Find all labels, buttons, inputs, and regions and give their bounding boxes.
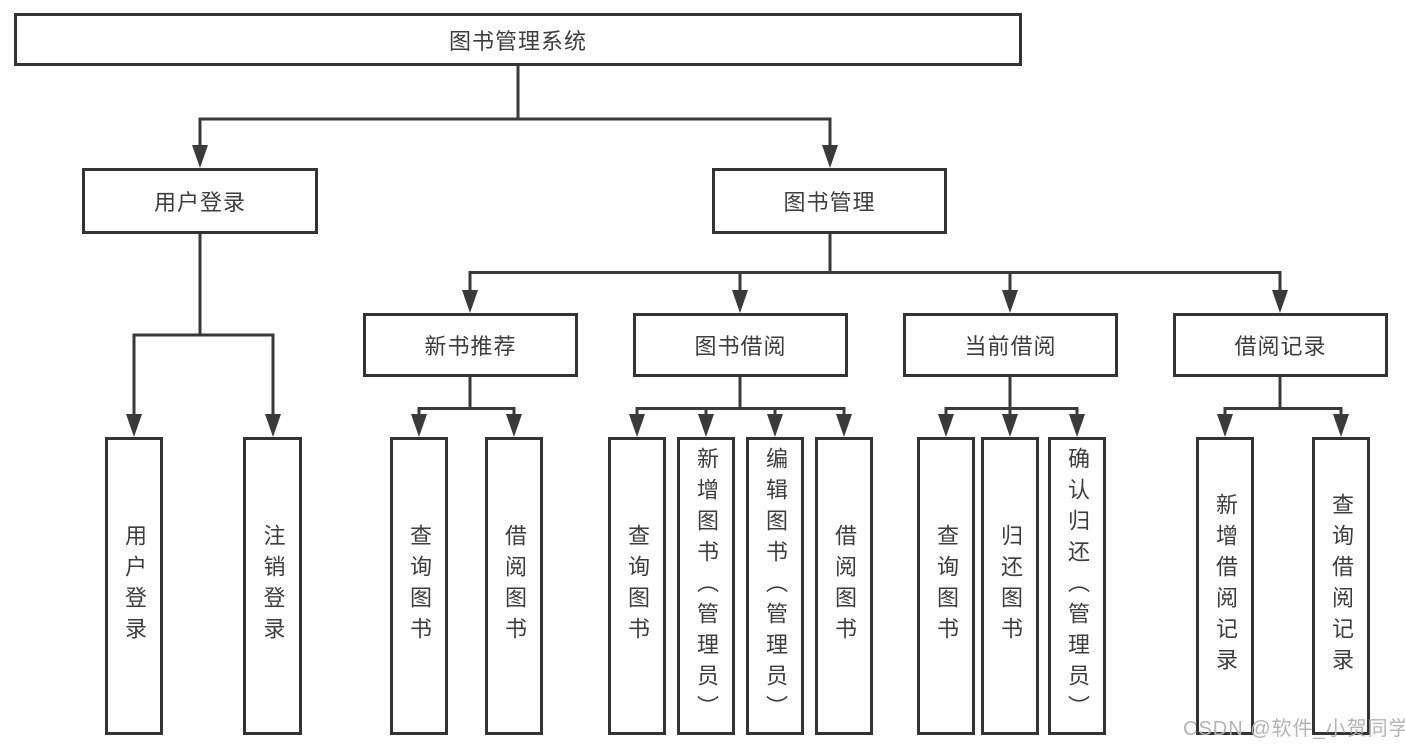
node-borrowing-records: 借阅记录: [1173, 313, 1388, 377]
node-label: 图书借阅: [694, 334, 787, 359]
leaf-query-books-2: 查询图书: [608, 437, 666, 735]
leaf-logout: 注销登录: [243, 437, 302, 735]
leaf-borrow-books-2: 借阅图书: [815, 437, 873, 735]
node-new-book-recommend: 新书推荐: [363, 313, 578, 377]
leaf-add-books-admin: 新增图书（管理员）: [677, 437, 735, 735]
csdn-watermark: CSDN @软件_小贺同学: [1183, 718, 1405, 740]
node-label: 当前借阅: [964, 334, 1057, 359]
leaf-edit-books-admin: 编辑图书（管理员）: [746, 437, 804, 735]
node-book-borrowing: 图书借阅: [633, 313, 848, 377]
node-label: 用户登录: [122, 524, 147, 648]
leaf-add-borrow-record: 新增借阅记录: [1196, 437, 1254, 735]
node-label: 编辑图书（管理员）: [763, 446, 788, 726]
node-label: 查询借阅记录: [1329, 493, 1354, 679]
node-label: 查询图书: [934, 524, 959, 648]
node-label: 注销登录: [260, 524, 286, 648]
node-label: 新增借阅记录: [1213, 493, 1238, 679]
node-root-library-system: 图书管理系统: [14, 13, 1022, 66]
node-label: 查询图书: [407, 524, 432, 648]
node-label: 借阅图书: [502, 524, 527, 648]
node-label: 新书推荐: [424, 334, 517, 359]
node-user-login-group: 用户登录: [82, 168, 318, 234]
node-label: 图书管理: [783, 190, 876, 215]
leaf-return-books: 归还图书: [981, 437, 1039, 735]
node-label: 归还图书: [998, 524, 1023, 648]
node-label: 图书管理系统: [448, 28, 587, 54]
node-label: 新增图书（管理员）: [694, 446, 719, 726]
node-label: 查询图书: [625, 524, 650, 648]
leaf-query-books-3: 查询图书: [917, 437, 975, 735]
node-current-borrowing: 当前借阅: [903, 313, 1118, 377]
leaf-confirm-return-admin: 确认归还（管理员）: [1048, 437, 1106, 735]
leaf-borrow-books-1: 借阅图书: [485, 437, 543, 735]
leaf-query-borrow-record: 查询借阅记录: [1312, 437, 1370, 735]
node-label: 借阅图书: [832, 524, 857, 648]
leaf-user-login: 用户登录: [105, 437, 163, 735]
node-label: 借阅记录: [1234, 334, 1327, 359]
node-label: 用户登录: [153, 190, 246, 215]
leaf-query-books-1: 查询图书: [390, 437, 448, 735]
node-book-management: 图书管理: [712, 168, 947, 234]
node-label: 确认归还（管理员）: [1065, 446, 1090, 726]
